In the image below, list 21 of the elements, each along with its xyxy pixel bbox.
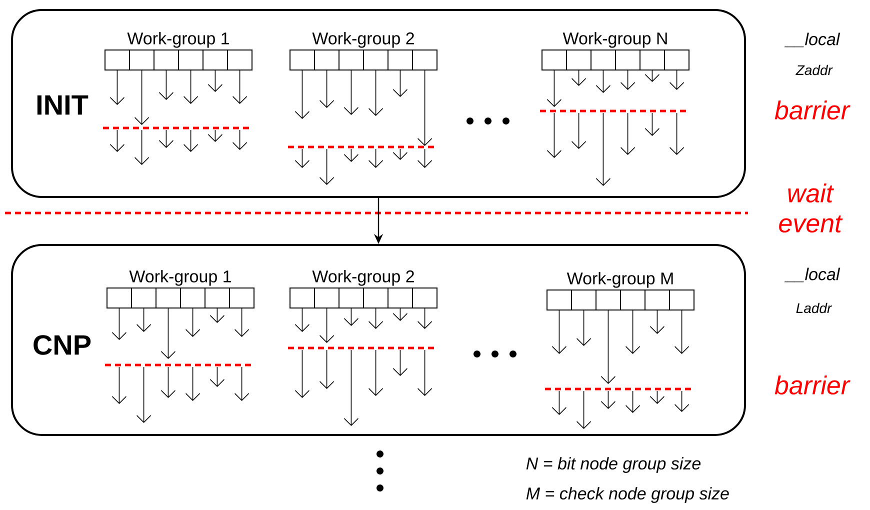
work-group-array: Work-group 1 xyxy=(106,270,254,308)
node-label: Work-group N xyxy=(562,32,667,48)
node-label: Work-group 2 xyxy=(312,32,414,48)
label: Laddr xyxy=(796,302,832,314)
label: __local xyxy=(784,32,840,48)
label: __local xyxy=(784,268,840,282)
work-group-array: Work-group N xyxy=(542,32,690,70)
work-group-array: Work-group 1 xyxy=(104,32,252,70)
node-label: Work-group 1 xyxy=(129,270,231,286)
node-label: Work-group 1 xyxy=(127,32,229,48)
work-group-array: Work-group M xyxy=(546,272,694,310)
work-group-array: Work-group 2 xyxy=(290,270,438,308)
node-label: Work-group M xyxy=(566,272,673,288)
work-group-array: Work-group 2 xyxy=(290,32,438,70)
label: N = bit node group size xyxy=(526,457,701,473)
label: Zaddr xyxy=(796,64,833,76)
node-label: Work-group 2 xyxy=(312,270,414,286)
label: barrier xyxy=(774,100,850,120)
label: M = check node group size xyxy=(526,487,729,503)
label: wait event xyxy=(779,183,843,233)
label: barrier xyxy=(774,375,850,395)
